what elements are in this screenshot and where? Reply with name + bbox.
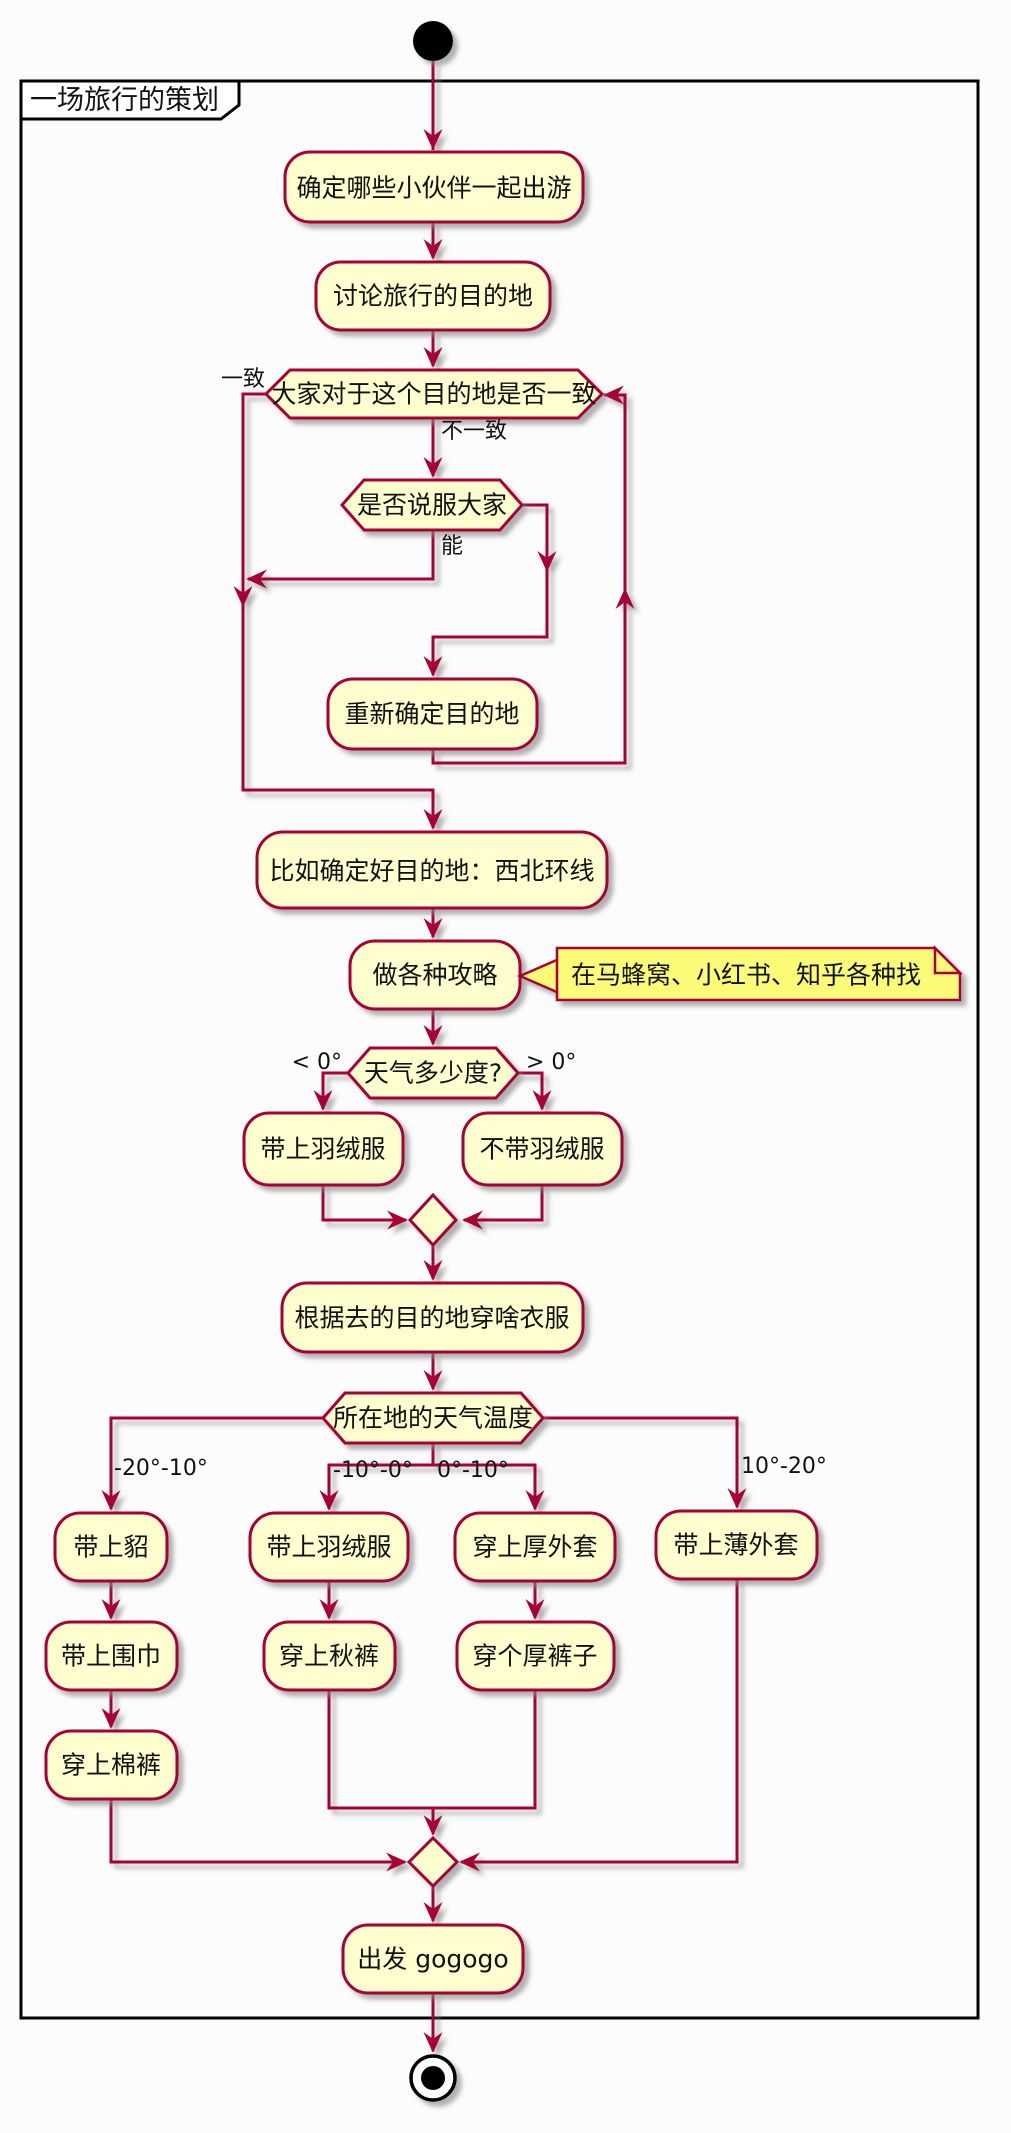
label-bring-mink: 带上貂 [73,1533,148,1562]
activity-thick-pants [455,1620,616,1692]
label-cotton-pants: 穿上棉裤 [61,1751,161,1780]
label-decision-agree: 大家对于这个目的地是否一致 [271,380,596,409]
label-bring-down-jacket2: 带上羽绒服 [266,1533,391,1562]
edge-label-disagree: 不一致 [441,419,507,444]
label-no-down-jacket: 不带羽绒服 [479,1135,604,1164]
label-make-guides: 做各种攻略 [372,961,497,990]
label-note: 在马蜂窝、小红书、知乎各种找 [571,961,921,990]
label-destination-example: 比如确定好目的地：西北环线 [269,857,594,886]
edge-label-range3: 0°-10° [437,1458,509,1483]
edge-label-above-zero: > 0° [526,1050,576,1075]
edge-label-agree: 一致 [221,367,265,392]
label-long-johns: 穿上秋裤 [279,1642,379,1671]
decision-local-temperature [321,1391,545,1445]
label-discuss-destination: 讨论旅行的目的地 [333,282,533,311]
activity-bring-mink [53,1511,169,1583]
activity-bring-down-jacket2 [248,1511,410,1583]
label-decide-companions: 确定哪些小伙伴一起出游 [296,174,571,203]
label-decision-local-temperature: 所在地的天气温度 [333,1404,533,1433]
edge-label-range2: -10°-0° [333,1458,413,1483]
edge-labels: 一致 不一致 能 < 0° > 0° -20°-10° -10°-0° 0°-1… [114,367,827,1483]
note-fold [933,944,964,975]
activity-light-coat [654,1509,819,1581]
activity-no-down-jacket [461,1111,624,1187]
edges [101,61,747,2053]
activity-long-johns [262,1620,397,1692]
edge-range1 [109,1416,323,1509]
decision-persuade [340,478,524,532]
edge-downjacket-to-merge [321,1185,406,1222]
node-labels: 确定哪些小伙伴一起出游 讨论旅行的目的地 大家对于这个目的地是否一致 是否说服大… [61,174,921,1974]
edge-label-can: 能 [441,534,463,559]
activity-thick-coat [453,1511,617,1583]
activity-wear-by-destination [280,1281,585,1354]
label-redecide-destination: 重新确定目的地 [344,700,519,729]
edge-label-below-zero: < 0° [292,1050,342,1075]
edge-loop-back [431,393,627,765]
activity-depart [341,1923,525,1995]
decision-agree [263,368,605,420]
label-thick-pants: 穿个厚裤子 [472,1642,597,1671]
label-decision-temperature: 天气多少度? [364,1059,502,1088]
activity-cotton-pants [44,1729,179,1801]
activity-decide-companions [283,150,585,224]
merge-diamond-2 [406,1835,460,1889]
edge-nodownjacket-to-merge [464,1185,544,1222]
edge-label-range4: 10°-20° [741,1454,827,1479]
edge-temp-above-zero [518,1071,544,1109]
activity-bring-down-jacket [242,1111,405,1187]
activity-redecide-destination [326,677,539,751]
edge-temp-below-zero [321,1071,348,1109]
edge-cotton-to-merge2 [109,1799,405,1864]
activity-bring-scarf [44,1620,179,1692]
edge-persuade-no [431,503,549,675]
edge-range4 [543,1416,739,1507]
label-decision-persuade: 是否说服大家 [357,491,507,520]
edge-persuade-yes [248,530,435,581]
label-wear-by-destination: 根据去的目的地穿啥衣服 [294,1304,569,1333]
edge-lightcoat-to-merge2 [461,1578,739,1864]
label-light-coat: 带上薄外套 [673,1531,798,1560]
edge-label-range1: -20°-10° [114,1456,208,1481]
partition-title: 一场旅行的策划 [30,85,219,116]
end-node-inner [421,2066,445,2090]
edge-range2-range3 [327,1443,537,1509]
note-pointer [516,957,561,995]
label-thick-coat: 穿上厚外套 [472,1533,597,1562]
activity-destination-example [255,830,609,910]
edge-pants-join [327,1690,537,1834]
node-shapes [44,21,964,2102]
activity-discuss-destination [314,260,552,332]
edge-agree-branch [241,392,435,828]
partition-frame: 一场旅行的策划 [19,79,980,2020]
label-bring-scarf: 带上围巾 [61,1642,161,1671]
note-body [555,946,962,1002]
label-bring-down-jacket: 带上羽绒服 [260,1135,385,1164]
label-depart: 出发 gogogo [357,1945,508,1974]
decision-temperature [346,1046,520,1100]
merge-diamond-1 [407,1192,459,1248]
partition-tab [19,79,241,121]
start-node [413,21,453,61]
